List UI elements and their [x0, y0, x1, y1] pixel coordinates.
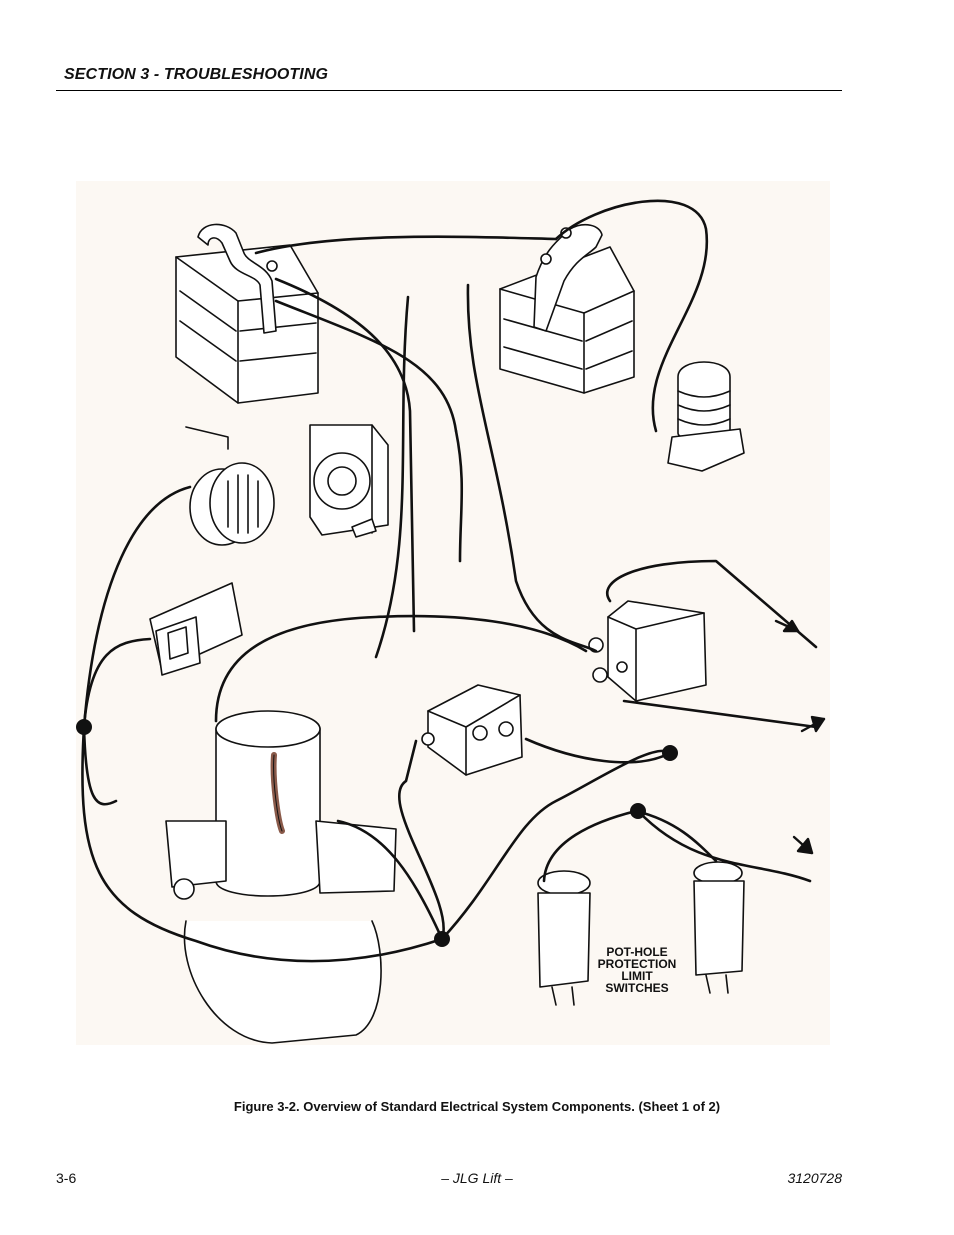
pothole-switch-right: [693, 861, 745, 994]
pump-motor-assembly: [165, 710, 397, 1044]
wiring-harness: [81, 199, 818, 963]
diagram-illustration: [76, 199, 826, 1044]
alarm-speaker: [309, 424, 389, 538]
section-title: SECTION 3 - TROUBLESHOOTING: [64, 66, 329, 83]
figure-caption: Figure 3-2. Overview of Standard Electri…: [233, 1099, 721, 1114]
battery-right: [499, 223, 635, 394]
footer-brand: – JLG Lift –: [441, 1170, 513, 1186]
page-number: 3-6: [56, 1170, 77, 1186]
document-number: 3120728: [787, 1170, 842, 1186]
horn: [185, 426, 275, 546]
arrow-2: [800, 715, 826, 733]
electrical-diagram: POT-HOLE PROTECTION LIMIT SWITCHES: [76, 181, 830, 1045]
relay-box: [588, 600, 707, 702]
pothole-switch-left: [537, 870, 591, 1006]
beacon-light: [667, 361, 745, 472]
battery-left: [175, 223, 319, 404]
junction-dots: [76, 719, 678, 947]
arrow-3: [792, 835, 814, 855]
tilt-module: [149, 582, 243, 676]
control-switch-box: [421, 684, 523, 776]
arrow-1: [774, 619, 800, 633]
page-header: SECTION 3 - TROUBLESHOOTING: [56, 64, 842, 91]
pothole-switches-label: POT-HOLE PROTECTION LIMIT SWITCHES: [597, 945, 677, 995]
